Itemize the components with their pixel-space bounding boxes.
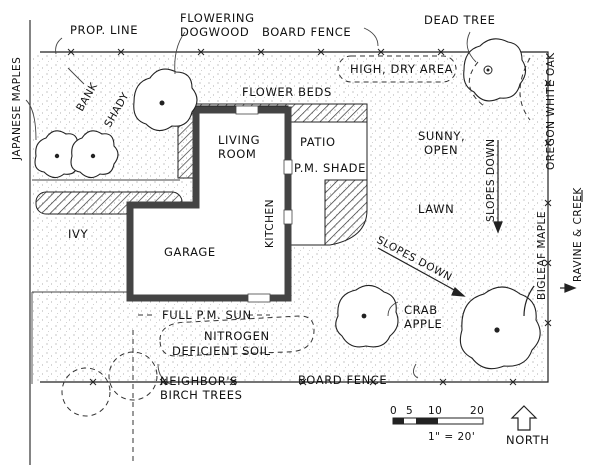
high-dry-area bbox=[337, 55, 457, 83]
label-garage: GARAGE bbox=[164, 245, 216, 259]
label-neighbors: NEIGHBOR'S bbox=[160, 374, 238, 388]
scale-tick-0: 0 bbox=[390, 405, 397, 417]
label-flowering: FLOWERING bbox=[180, 11, 255, 25]
label-crab: CRAB bbox=[404, 303, 438, 317]
label-board-fence-top: BOARD FENCE bbox=[262, 25, 351, 39]
label-lawn: LAWN bbox=[418, 202, 454, 216]
label-open: OPEN bbox=[424, 143, 458, 157]
nitrogen-deficient-soil bbox=[159, 315, 315, 357]
scale-bar-icon: 0 5 10 20 1" = 20' bbox=[390, 405, 484, 443]
scale-tick-20: 20 bbox=[470, 405, 484, 417]
board-fence bbox=[40, 51, 549, 383]
label-apple: APPLE bbox=[404, 317, 442, 331]
fence-marks bbox=[67, 48, 552, 386]
label-japanese-maples: JAPANESE MAPLES bbox=[11, 57, 23, 161]
scale-tick-5: 5 bbox=[406, 405, 413, 417]
label-bigleaf-maple: BIGLEAF MAPLE bbox=[536, 211, 548, 300]
label-flower-beds: FLOWER BEDS bbox=[242, 85, 332, 99]
neighbors-birch-trees bbox=[61, 330, 158, 465]
flower-bed-right bbox=[324, 179, 368, 246]
scale-tick-10: 10 bbox=[428, 405, 442, 417]
flower-bed-top bbox=[177, 103, 368, 179]
scale-label: 1" = 20' bbox=[428, 431, 475, 443]
label-prop-line: PROP. LINE bbox=[70, 23, 138, 37]
label-deficient-soil: DEFICIENT SOIL bbox=[172, 344, 271, 358]
label-high-dry-area: HIGH, DRY AREA bbox=[350, 62, 453, 76]
label-pm-shade: P.M. SHADE bbox=[294, 161, 366, 175]
label-dogwood: DOGWOOD bbox=[180, 25, 249, 39]
label-sunny: SUNNY, bbox=[418, 129, 465, 143]
label-living: LIVING bbox=[218, 133, 260, 147]
label-ivy: IVY bbox=[68, 227, 88, 241]
label-patio: PATIO bbox=[300, 135, 336, 149]
label-north: NORTH bbox=[506, 433, 549, 447]
label-dead-tree: DEAD TREE bbox=[424, 13, 495, 27]
house bbox=[126, 106, 292, 302]
label-full-pm-sun: FULL P.M. SUN bbox=[162, 308, 252, 322]
label-board-fence-bottom: BOARD FENCE bbox=[298, 373, 387, 387]
crab-apple bbox=[335, 284, 399, 348]
flowering-dogwood bbox=[133, 68, 198, 132]
label-kitchen: KITCHEN bbox=[264, 199, 276, 248]
label-birch-trees: BIRCH TREES bbox=[160, 388, 242, 402]
label-slopes-down-vertical: SLOPES DOWN bbox=[485, 139, 497, 222]
dead-tree bbox=[463, 38, 527, 102]
label-ravine-creek: RAVINE & CREEK bbox=[572, 187, 584, 282]
label-nitrogen: NITROGEN bbox=[204, 329, 270, 343]
bigleaf-maple bbox=[459, 286, 541, 370]
label-room: ROOM bbox=[218, 147, 256, 161]
label-oregon-white-oak: OREGON WHITE OAK bbox=[545, 52, 557, 170]
north-arrow-icon: NORTH bbox=[506, 405, 549, 447]
japanese-maple-2 bbox=[70, 130, 119, 179]
